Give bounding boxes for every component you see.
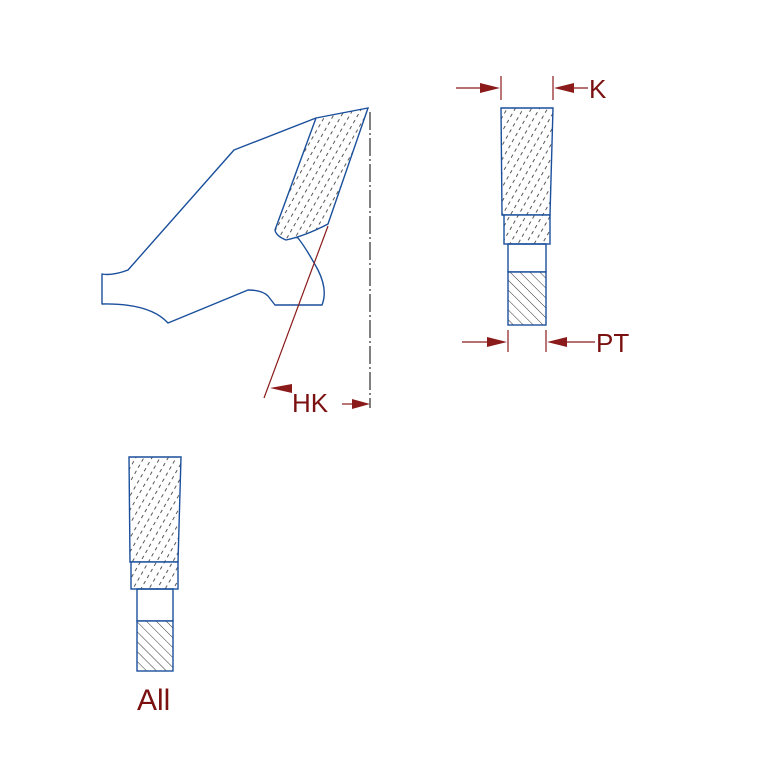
tooth-side-view (101, 107, 371, 408)
tooth-body-front (507, 243, 547, 273)
pt-arrow-right (547, 337, 567, 347)
hk-angle-line (263, 225, 329, 399)
k-label: K (589, 74, 607, 104)
carbide-tip-front (500, 107, 554, 216)
tooth-all-view: All (128, 456, 182, 717)
tooth-body-outline (101, 117, 325, 324)
pt-label: PT (596, 328, 629, 358)
tooth-body-all (136, 588, 174, 622)
hk-label: HK (292, 388, 329, 418)
k-arrow-right (554, 83, 574, 93)
carbide-tip-all (128, 456, 182, 563)
k-arrow-left (480, 83, 500, 93)
tooth-front-view (500, 107, 554, 326)
all-label: All (137, 684, 170, 717)
carbide-tip-all-lower (130, 561, 179, 590)
carbide-tip-front-lower (503, 214, 551, 245)
pt-dimension: PT (462, 328, 629, 358)
pt-arrow-left (487, 337, 507, 347)
hk-dimension: HK (270, 384, 370, 418)
saw-body-section-all (136, 620, 174, 672)
saw-body-section-front (507, 271, 547, 326)
hk-arrow-left (270, 384, 292, 393)
hk-arrow-right (352, 399, 370, 409)
carbide-tip-side (274, 107, 370, 241)
k-dimension: K (456, 74, 607, 104)
